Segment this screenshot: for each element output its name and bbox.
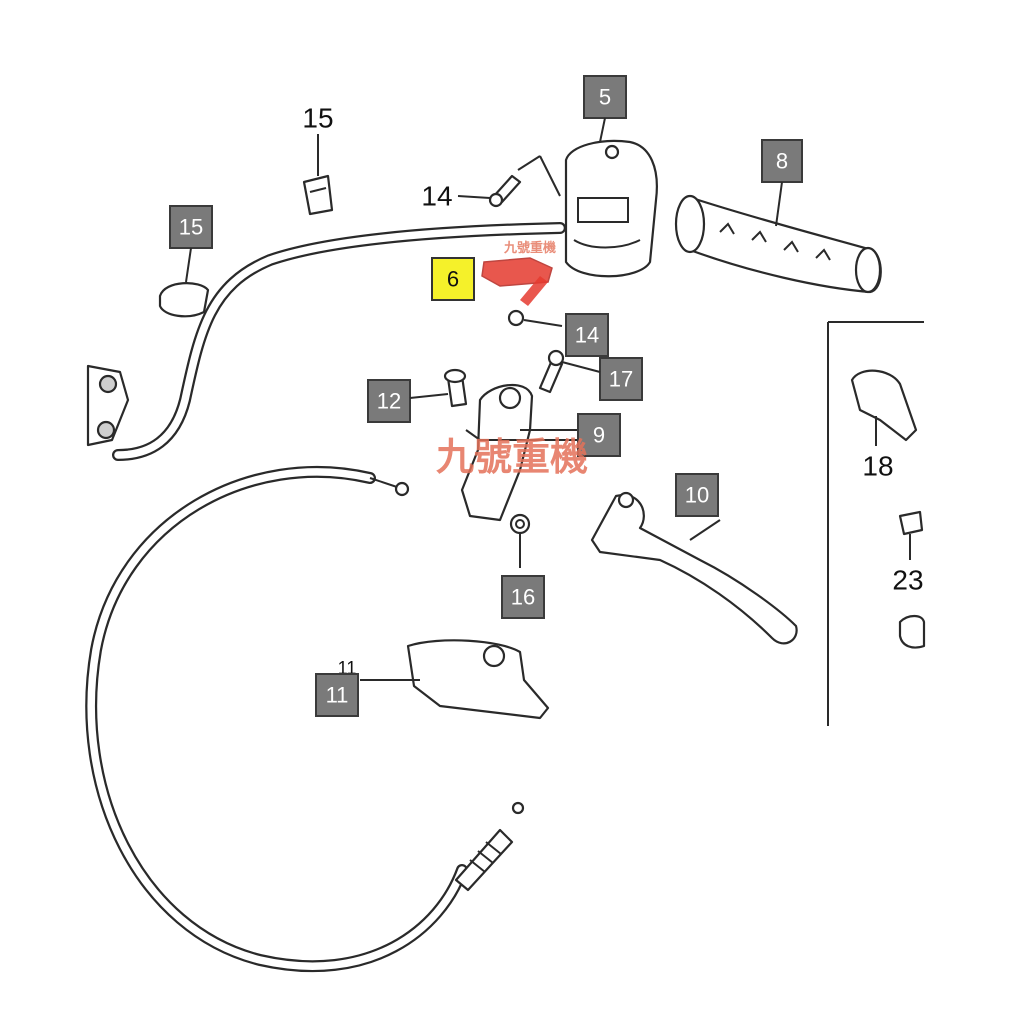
callout-15-plain: 15 [302,103,334,176]
lever-cover [360,639,550,720]
throttle-body-fragment [86,364,130,447]
svg-text:10: 10 [685,483,709,508]
callout-9: 9 [577,413,621,457]
svg-text:23: 23 [892,565,923,596]
callout-15-box: 15 [169,205,213,283]
svg-text:6: 6 [447,267,459,292]
callout-5: 5 [583,75,627,143]
svg-text:14: 14 [575,323,599,348]
svg-text:8: 8 [776,149,788,174]
svg-text:18: 18 [862,451,893,482]
svg-text:11: 11 [326,683,349,708]
inset-part-18 [850,369,918,446]
cable-clip-left [158,282,210,318]
handle-grip [674,194,882,294]
watermark-small: 九號重機 [503,240,556,256]
lever-bracket [460,383,580,522]
inset-frame [827,321,924,726]
svg-text:9: 9 [593,423,605,448]
svg-text:17: 17 [609,367,633,392]
callout-6: 6 [431,257,475,301]
svg-text:16: 16 [511,585,535,610]
callout-16: 16 [501,575,545,619]
highlighted-part-6 [481,257,553,306]
throttle-cable [112,222,566,461]
clutch-cable [85,465,525,973]
svg-text:15: 15 [179,215,203,240]
callout-8: 8 [761,139,803,227]
callout-23: 23 [892,565,923,596]
svg-text:14: 14 [421,181,452,212]
svg-text:12: 12 [377,389,401,414]
screw-top [488,174,522,208]
callout-14-plain: 14 [421,181,491,212]
inset-part-23 [898,510,926,649]
svg-text:15: 15 [302,103,333,134]
callout-12: 12 [367,379,449,423]
callout-18: 18 [862,451,893,482]
screw-bottom [507,309,563,327]
callout-10: 10 [675,473,719,517]
switch-housing [517,139,658,278]
watermark-main: 九號重機 [436,435,588,479]
cable-clip-top [302,174,334,216]
callout-17: 17 [561,357,643,401]
callout-11: 11 11 [315,658,359,717]
callout-14-box: 14 [565,313,609,357]
svg-text:5: 5 [599,85,611,110]
clutch-lever [590,491,798,645]
bolt-17 [538,349,565,394]
pivot-pin-12 [443,368,468,408]
nut-16 [509,513,531,568]
